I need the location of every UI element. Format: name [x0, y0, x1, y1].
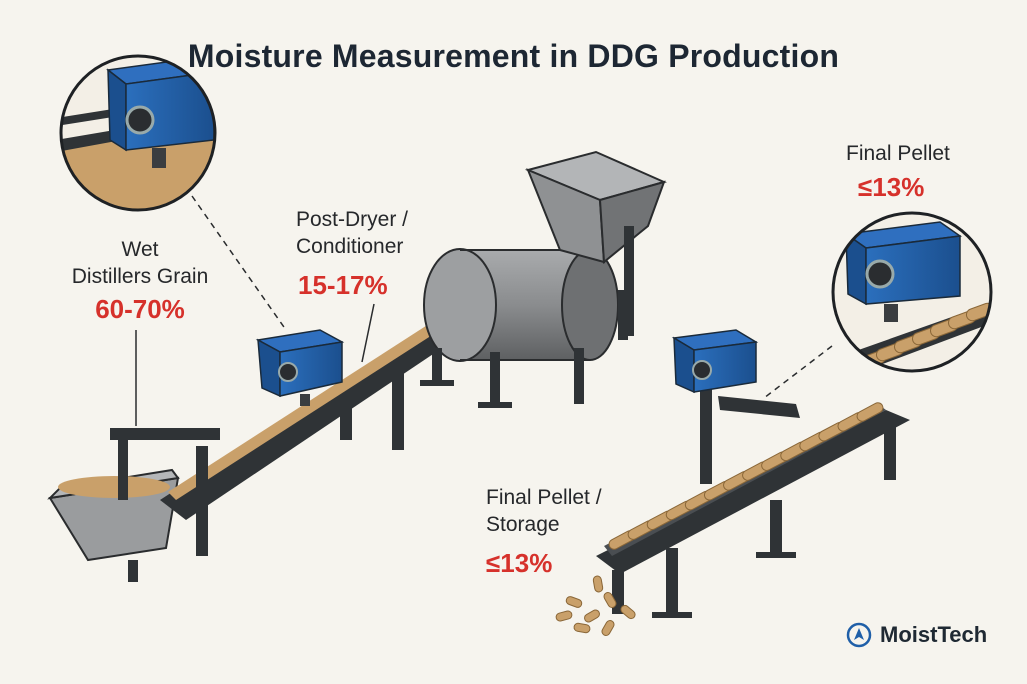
pellet-conveyor [596, 402, 910, 618]
falling-pellets [555, 575, 636, 636]
wet-grain-hopper [47, 468, 180, 582]
pellet [856, 402, 884, 422]
final-pellet-label: Final Pellet [846, 142, 950, 165]
wet-grain-label: Wet Distillers Grain [40, 236, 240, 290]
zoom-circle-final-sensor [831, 211, 993, 373]
dryer-label-line1: Post-Dryer / [296, 208, 409, 231]
page-title: Moisture Measurement in DDG Production [187, 38, 840, 74]
brand-logo-icon [846, 622, 872, 648]
leader-lines [135, 195, 833, 426]
final-storage-label-line2: Storage [486, 513, 560, 536]
brand: MoistTech [846, 622, 987, 648]
zoom-circle-wet-sensor [59, 54, 217, 212]
zoom-pellet [965, 302, 991, 322]
rotary-dryer [420, 248, 628, 408]
wet-grain-label-line2: Distillers Grain [71, 265, 209, 288]
brand-name: MoistTech [880, 622, 988, 647]
dryer-moisture-sensor [255, 329, 345, 406]
dryer-label: Post-Dryer / Conditioner [296, 206, 446, 260]
storage-moisture-sensor [671, 329, 800, 484]
final-storage-label: Final Pellet / Storage [486, 484, 636, 538]
final-storage-label-line1: Final Pellet / [486, 486, 602, 509]
dryer-value: 15-17% [298, 270, 388, 300]
final-pellet-value: ≤13% [858, 172, 925, 202]
wet-grain-value: 60-70% [95, 294, 185, 324]
wet-grain-label-line1: Wet [121, 238, 159, 261]
dryer-label-line2: Conditioner [296, 235, 404, 258]
infeed-hopper [524, 150, 667, 336]
final-storage-value: ≤13% [486, 548, 553, 578]
